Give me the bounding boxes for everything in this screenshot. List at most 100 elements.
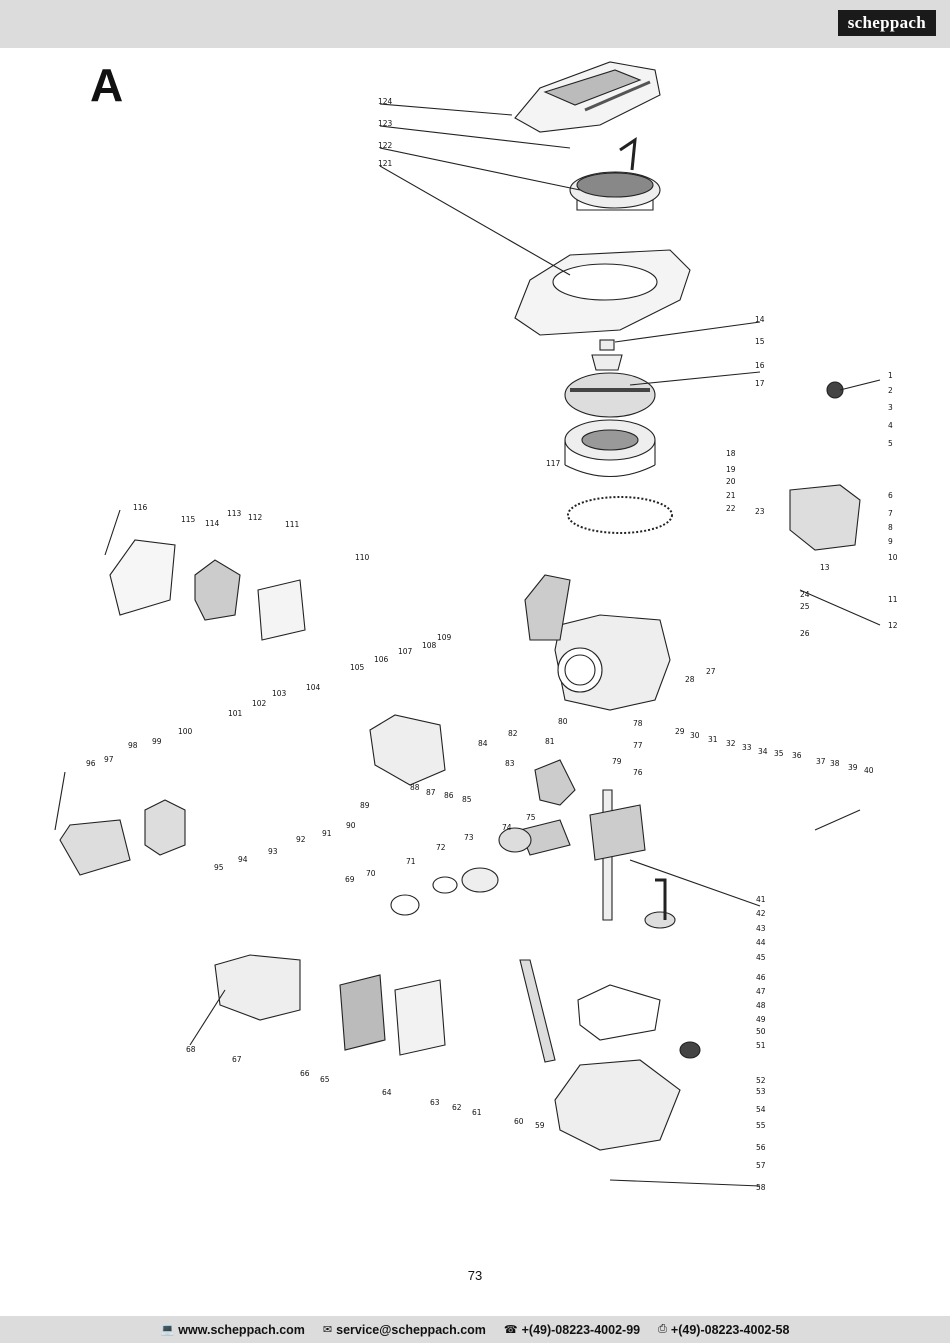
part-label: 97: [104, 755, 114, 764]
part-label: 116: [133, 503, 148, 512]
part-label: 117: [546, 459, 561, 468]
part-label: 68: [186, 1045, 196, 1054]
part-label: 108: [422, 641, 437, 650]
part-label: 114: [205, 519, 220, 528]
part-label: 106: [374, 655, 389, 664]
part-label: 88: [410, 783, 420, 792]
part-label: 86: [444, 791, 454, 800]
part-label: 56: [756, 1143, 766, 1152]
part-label: 44: [756, 938, 766, 947]
part-label: 18: [726, 449, 736, 458]
part-label: 2: [888, 386, 893, 395]
exploded-parts-diagram: 124 123 122 121 14 15 16 17 1 2 3 4 5 6 …: [54, 61, 898, 1192]
part-label: 24: [800, 590, 810, 599]
part-label: 63: [430, 1098, 440, 1107]
part-label: 41: [756, 895, 766, 904]
part-label: 23: [755, 507, 765, 516]
part-label: 10: [888, 553, 898, 562]
part-label: 5: [888, 439, 893, 448]
footer-bar: 💻 www.scheppach.com ✉ service@scheppach.…: [0, 1316, 950, 1343]
part-label: 55: [756, 1121, 766, 1130]
part-label: 7: [888, 509, 893, 518]
part-label: 8: [888, 523, 893, 532]
part-label: 43: [756, 924, 766, 933]
part-label: 79: [612, 757, 622, 766]
part-label: 17: [755, 379, 765, 388]
part-label: 95: [214, 863, 224, 872]
website-text: www.scheppach.com: [178, 1322, 305, 1337]
part-label: 76: [633, 768, 643, 777]
part-label: 121: [378, 159, 393, 168]
part-label: 48: [756, 1001, 766, 1010]
part-label: 87: [426, 788, 436, 797]
mail-icon: ✉: [322, 1324, 333, 1336]
phone-icon: ☎: [503, 1324, 518, 1336]
part-label: 103: [272, 689, 287, 698]
part-label: 32: [726, 739, 736, 748]
part-label: 111: [285, 520, 300, 529]
top-bar: scheppach: [0, 0, 950, 48]
part-label: 45: [756, 953, 766, 962]
part-label: 38: [830, 759, 840, 768]
part-label: 26: [800, 629, 810, 638]
part-label: 61: [472, 1108, 482, 1117]
part-label: 53: [756, 1087, 766, 1096]
part-label: 98: [128, 741, 138, 750]
footer-email[interactable]: ✉ service@scheppach.com: [323, 1323, 486, 1337]
part-label: 115: [181, 515, 196, 524]
part-label: 25: [800, 602, 810, 611]
part-label: 85: [462, 795, 472, 804]
part-label: 65: [320, 1075, 330, 1084]
part-label: 31: [708, 735, 718, 744]
part-label: 70: [366, 869, 376, 878]
page-number: 73: [467, 1268, 483, 1283]
part-label: 69: [345, 875, 355, 884]
part-label: 12: [888, 621, 898, 630]
part-label: 14: [755, 315, 765, 324]
part-label: 78: [633, 719, 643, 728]
part-label: 40: [864, 766, 874, 775]
part-label: 1: [888, 371, 893, 380]
part-label: 54: [756, 1105, 766, 1114]
part-label: 3: [888, 403, 893, 412]
fax-text: +(49)-08223-4002-58: [670, 1322, 790, 1337]
part-label: 81: [545, 737, 555, 746]
part-label: 82: [508, 729, 518, 738]
part-label: 51: [756, 1041, 766, 1050]
part-label: 96: [86, 759, 96, 768]
part-label: 92: [296, 835, 306, 844]
part-label: 46: [756, 973, 766, 982]
part-label: 67: [232, 1055, 242, 1064]
part-label: 34: [758, 747, 768, 756]
part-label: 105: [350, 663, 365, 672]
part-label: 83: [505, 759, 515, 768]
part-label: 11: [888, 595, 898, 604]
part-label: 75: [526, 813, 536, 822]
part-label: 77: [633, 741, 643, 750]
part-label: 29: [675, 727, 685, 736]
part-label: 99: [152, 737, 162, 746]
part-label: 93: [268, 847, 278, 856]
email-text: service@scheppach.com: [336, 1322, 486, 1337]
part-label: 35: [774, 749, 784, 758]
brand-logo: scheppach: [837, 10, 936, 36]
part-label: 66: [300, 1069, 310, 1078]
part-label: 21: [726, 491, 736, 500]
part-label: 73: [464, 833, 474, 842]
part-label: 19: [726, 465, 736, 474]
part-label: 113: [227, 509, 242, 518]
part-label: 107: [398, 647, 413, 656]
part-label: 64: [382, 1088, 392, 1097]
part-label: 84: [478, 739, 488, 748]
footer-website[interactable]: 💻 www.scheppach.com: [161, 1323, 305, 1337]
part-label: 123: [378, 119, 393, 128]
part-label: 13: [820, 563, 830, 572]
section-letter: A: [90, 59, 124, 111]
computer-icon: 💻: [160, 1324, 175, 1336]
part-label: 74: [502, 823, 512, 832]
part-label: 37: [816, 757, 826, 766]
part-label: 57: [756, 1161, 766, 1170]
part-label: 60: [514, 1117, 524, 1126]
part-label: 47: [756, 987, 766, 996]
footer-phone: ☎ +(49)-08223-4002-99: [504, 1323, 640, 1337]
